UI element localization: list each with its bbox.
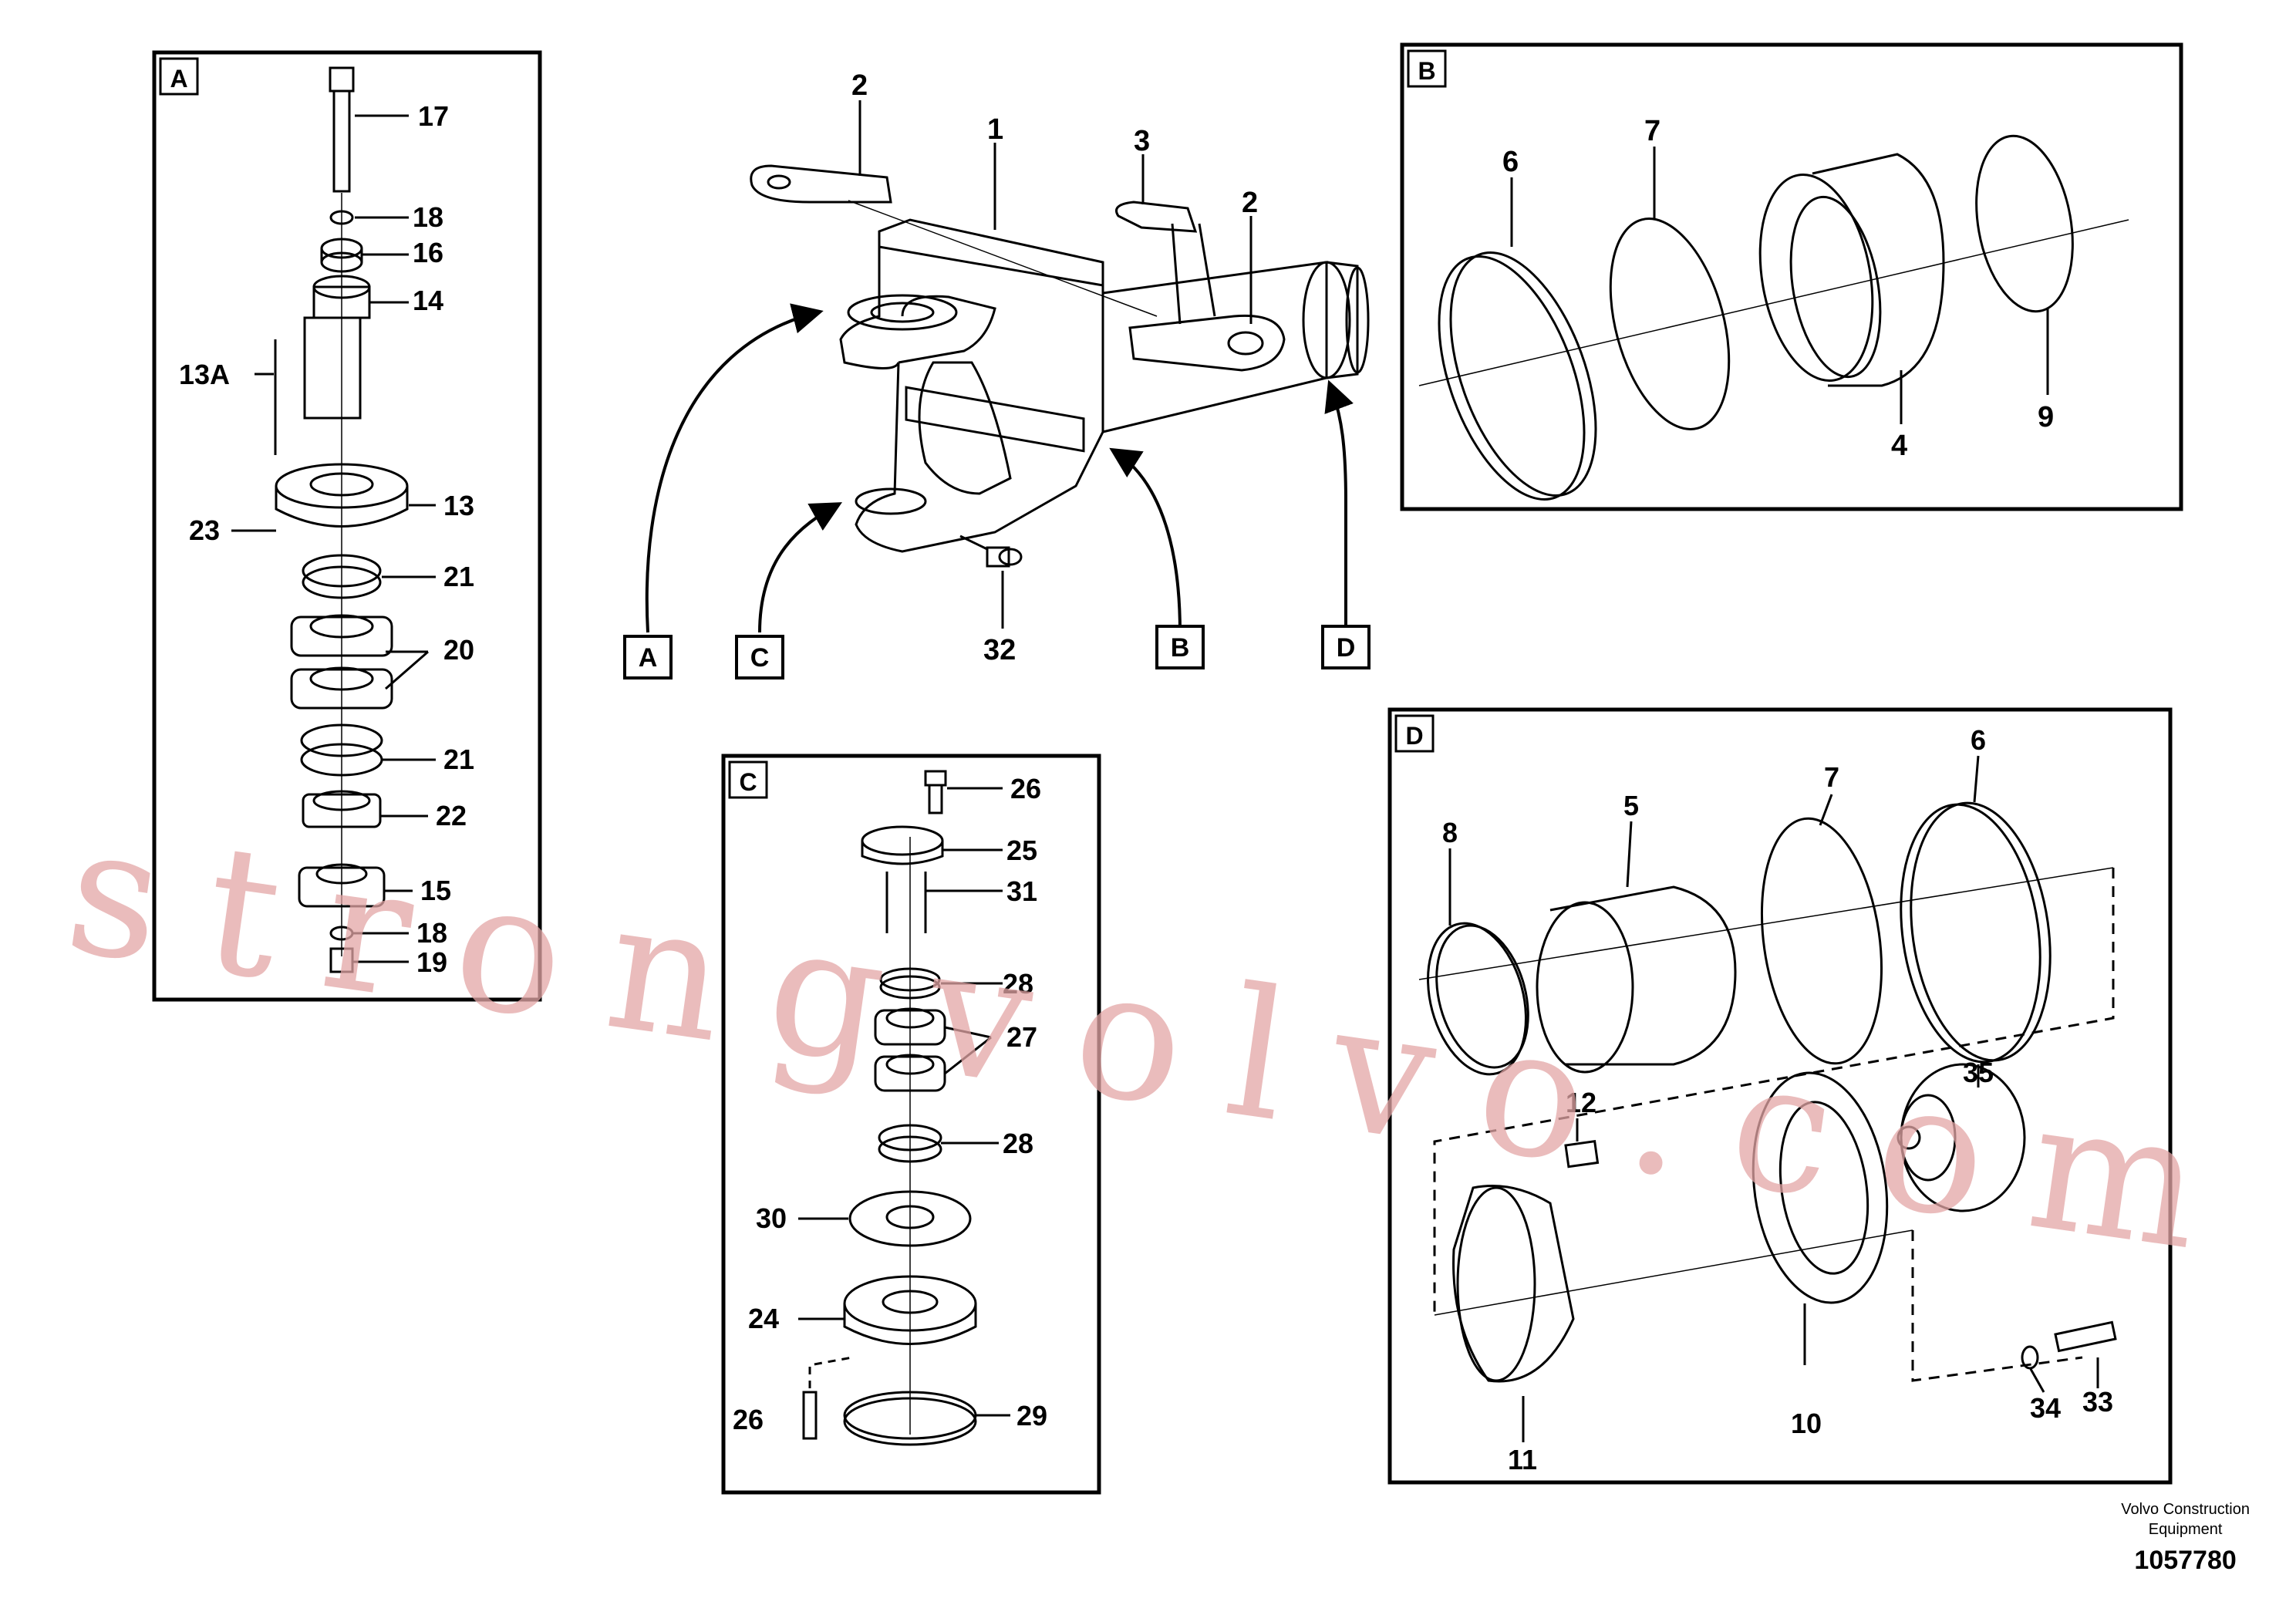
panel-b-tag: B	[1418, 57, 1435, 85]
company-name-line2: Equipment	[2148, 1521, 2223, 1538]
label-14: 14	[413, 285, 443, 316]
label-34: 34	[2030, 1392, 2061, 1424]
label-26-bottom: 26	[733, 1404, 764, 1435]
label-13: 13	[443, 490, 474, 521]
bolt-17-illustration	[274, 66, 409, 973]
label-7-b: 7	[1644, 115, 1660, 147]
panel-c: C 26	[721, 754, 1101, 1495]
label-5: 5	[1623, 790, 1639, 821]
label-23: 23	[189, 514, 220, 546]
label-28-bottom: 28	[1003, 1128, 1033, 1159]
label-31: 31	[1006, 875, 1037, 907]
label-11: 11	[1508, 1444, 1537, 1475]
label-20: 20	[443, 634, 474, 666]
label-24: 24	[748, 1303, 779, 1334]
label-15: 15	[420, 875, 451, 906]
label-33: 33	[2082, 1386, 2113, 1418]
label-32: 32	[983, 634, 1016, 666]
label-29: 29	[1017, 1400, 1047, 1431]
label-2-right: 2	[1242, 187, 1258, 219]
panel-c-tag: C	[739, 768, 757, 796]
label-30: 30	[756, 1202, 787, 1234]
label-35: 35	[1963, 1057, 1994, 1088]
label-7-d: 7	[1824, 761, 1839, 793]
label-6-b: 6	[1502, 146, 1519, 178]
label-9: 9	[2038, 401, 2054, 433]
label-12: 12	[1566, 1087, 1596, 1118]
panel-a: A	[152, 50, 542, 1002]
label-18-bottom: 18	[416, 917, 447, 949]
panel-a-tag: A	[170, 65, 187, 93]
label-3: 3	[1134, 125, 1150, 157]
label-16: 16	[413, 237, 443, 268]
label-13a: 13A	[179, 359, 230, 390]
callout-b: B	[1171, 633, 1190, 663]
label-25: 25	[1006, 835, 1037, 866]
main-assembly: 2 1 3 2 32 A C B D	[623, 69, 1371, 679]
panel-b: B 6 7 4 9	[1400, 42, 2183, 511]
label-4: 4	[1891, 430, 1907, 462]
label-10: 10	[1791, 1408, 1822, 1439]
company-name-line1: Volvo Construction	[2121, 1501, 2250, 1518]
callout-d: D	[1337, 633, 1356, 663]
label-17: 17	[418, 100, 449, 132]
label-1: 1	[987, 113, 1003, 146]
label-22: 22	[436, 800, 467, 831]
callout-a: A	[639, 643, 658, 673]
label-21-bottom: 21	[443, 744, 474, 775]
label-21-top: 21	[443, 561, 474, 592]
label-6-d: 6	[1971, 724, 1986, 756]
label-18-top: 18	[413, 201, 443, 233]
label-8: 8	[1442, 817, 1458, 848]
panel-d-tag: D	[1405, 722, 1423, 750]
knuckle-housing-illustration	[750, 164, 1370, 568]
label-28-top: 28	[1003, 968, 1033, 1000]
panel-d: D	[1387, 707, 2173, 1485]
callout-c: C	[750, 643, 770, 673]
label-19: 19	[416, 946, 447, 978]
label-26-top: 26	[1010, 773, 1041, 804]
footer: Volvo Construction Equipment 1057780	[2121, 1499, 2250, 1576]
label-27: 27	[1006, 1021, 1037, 1053]
drawing-number: 1057780	[2134, 1546, 2237, 1575]
label-2-left: 2	[851, 69, 868, 102]
watermark: strongvolvo.com	[56, 787, 2260, 1297]
